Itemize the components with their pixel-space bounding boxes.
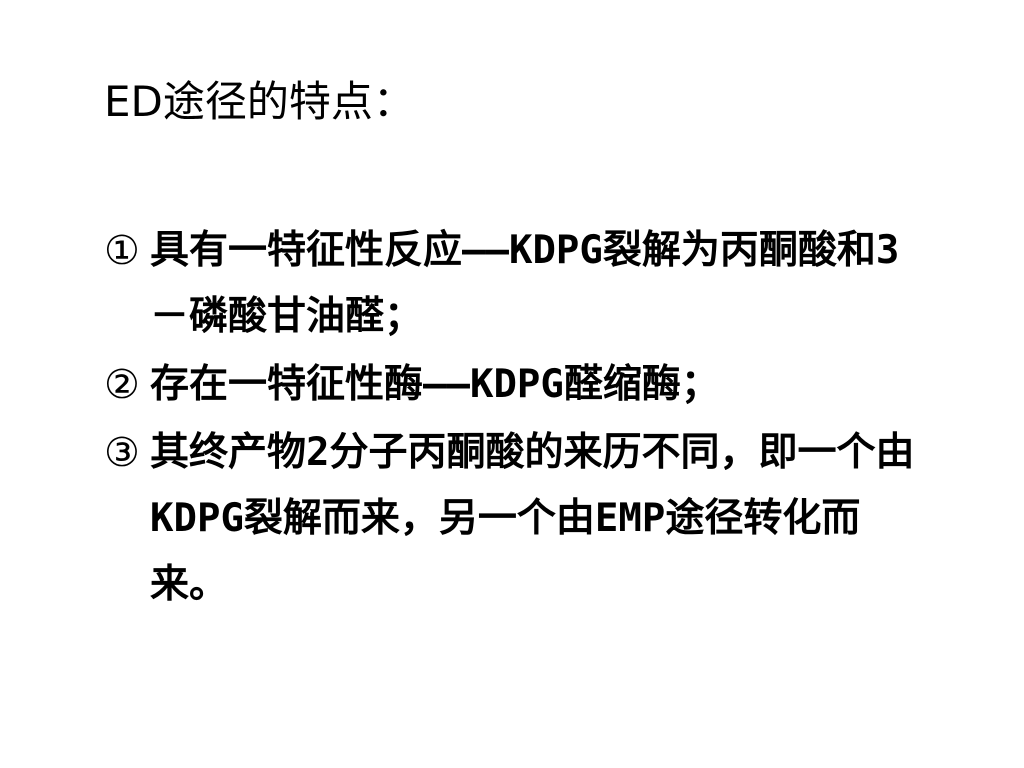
item-marker-2: ② [104, 362, 140, 408]
features-list: ① 具有一特征性反应——KDPG裂解为丙酮酸和3－磷酸甘油醛； ② 存在一特征性… [104, 218, 924, 620]
item-marker-3: ③ [104, 430, 140, 476]
item-marker-1: ① [104, 228, 140, 274]
item-text-2: 存在一特征性酶——KDPG醛缩酶； [150, 362, 720, 407]
list-item-3: ③ 其终产物2分子丙酮酸的来历不同，即一个由KDPG裂解而来，另一个由EMP途径… [104, 420, 924, 618]
list-item-1: ① 具有一特征性反应——KDPG裂解为丙酮酸和3－磷酸甘油醛； [104, 218, 924, 350]
list-item-2: ② 存在一特征性酶——KDPG醛缩酶； [104, 352, 924, 418]
item-text-3: 其终产物2分子丙酮酸的来历不同，即一个由KDPG裂解而来，另一个由EMP途径转化… [150, 430, 915, 607]
slide-title: ED途径的特点： [104, 77, 415, 126]
item-text-1: 具有一特征性反应——KDPG裂解为丙酮酸和3－磷酸甘油醛； [150, 228, 900, 339]
